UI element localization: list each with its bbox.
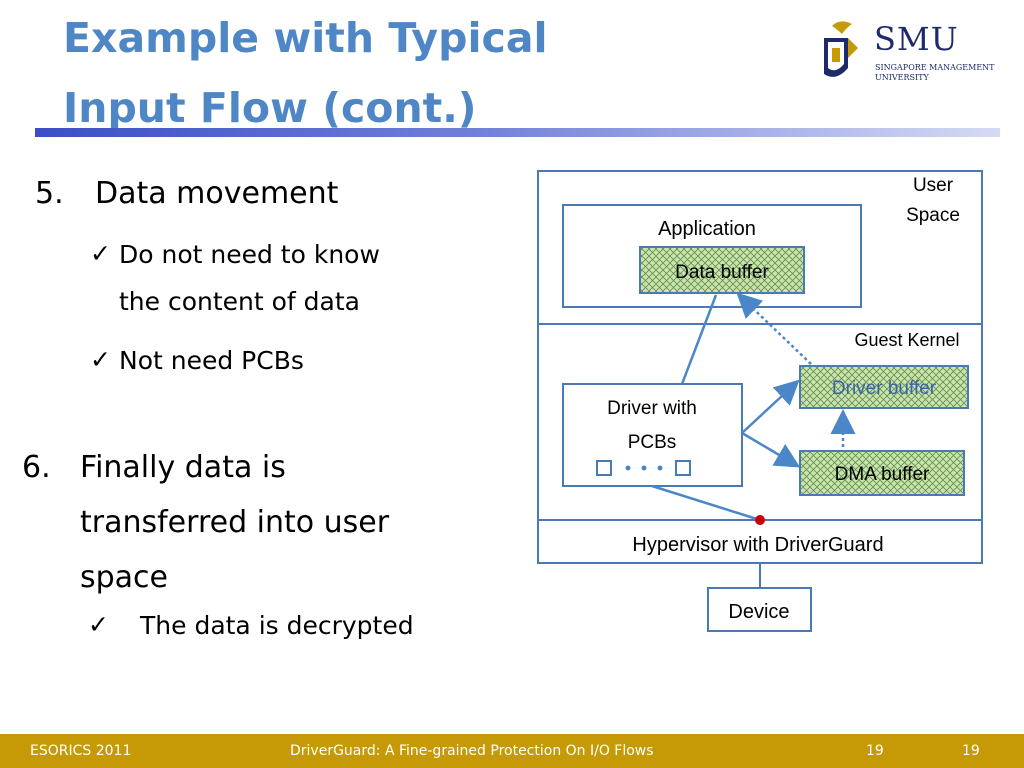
footer-slide-number: 19 bbox=[962, 743, 980, 759]
driver-to-dma-buffer-arrow bbox=[741, 431, 801, 468]
user-space-label: User bbox=[913, 175, 954, 196]
driver-label: PCBs bbox=[628, 432, 677, 453]
architecture-diagram: User Space Application Data buffer Guest… bbox=[537, 170, 983, 632]
data-buffer-label: Data buffer bbox=[675, 262, 769, 283]
logo-subtitle: SINGAPORE MANAGEMENT UNIVERSITY bbox=[875, 63, 1015, 83]
bullet-number-5: 5. bbox=[35, 176, 64, 211]
guest-kernel-label: Guest Kernel bbox=[854, 330, 959, 350]
logo-subtitle-line2: UNIVERSITY bbox=[875, 73, 929, 82]
lion-emblem-icon bbox=[824, 21, 858, 77]
application-label: Application bbox=[658, 218, 756, 240]
slide-title-line1: Example with Typical bbox=[63, 14, 548, 62]
logo-subtitle-line1: SINGAPORE MANAGEMENT bbox=[875, 63, 995, 72]
logo-wordmark: SMU bbox=[874, 20, 959, 58]
bullet-text-6: space bbox=[80, 560, 169, 595]
data-buffer-box bbox=[639, 246, 805, 294]
driver-buffer-to-data-buffer-dotted-arrow bbox=[736, 292, 812, 365]
driver-box bbox=[562, 383, 743, 487]
ellipsis-icon bbox=[641, 465, 647, 471]
driver-buffer-label: Driver buffer bbox=[832, 378, 937, 399]
driver-to-driver-buffer-arrow bbox=[741, 379, 800, 434]
title-underline bbox=[35, 128, 1000, 137]
footer-conference: ESORICS 2011 bbox=[30, 743, 132, 759]
checkmark-icon: ✓ bbox=[88, 610, 109, 639]
bullet-text-6: transferred into user bbox=[80, 505, 390, 540]
sub-bullet-text: Do not need to know bbox=[119, 240, 380, 269]
ellipsis-icon bbox=[625, 465, 631, 471]
ellipsis-icon bbox=[657, 465, 663, 471]
slide-title-line2: Input Flow (cont.) bbox=[63, 84, 477, 132]
footer-paper-title: DriverGuard: A Fine-grained Protection O… bbox=[290, 743, 654, 759]
bullet-text-5: Data movement bbox=[95, 176, 339, 211]
driver-buffer-box bbox=[799, 365, 969, 409]
driver-to-data-buffer-line bbox=[680, 294, 718, 385]
driver-label: Driver with bbox=[607, 398, 697, 419]
sub-bullet-text: the content of data bbox=[119, 287, 360, 316]
sub-bullet-text: Not need PCBs bbox=[119, 346, 304, 375]
pcb-icon bbox=[675, 460, 691, 476]
slide-footer: ESORICS 2011 DriverGuard: A Fine-grained… bbox=[0, 734, 1024, 768]
driver-to-hypervisor-line bbox=[651, 484, 761, 522]
dma-buffer-label: DMA buffer bbox=[835, 464, 930, 485]
interception-point-dot bbox=[755, 515, 765, 525]
pcb-icon bbox=[596, 460, 612, 476]
smu-logo: SMU SINGAPORE MANAGEMENT UNIVERSITY bbox=[818, 18, 1008, 92]
footer-page-number: 19 bbox=[866, 743, 884, 759]
sub-bullet-text: The data is decrypted bbox=[140, 611, 414, 640]
device-label: Device bbox=[728, 601, 789, 623]
checkmark-icon: ✓ bbox=[90, 239, 111, 268]
bullet-number-6: 6. bbox=[22, 450, 51, 485]
bullet-text-6: Finally data is bbox=[80, 450, 286, 485]
device-box bbox=[707, 587, 812, 632]
user-space-label: Space bbox=[906, 205, 960, 226]
hypervisor-label: Hypervisor with DriverGuard bbox=[632, 534, 883, 556]
checkmark-icon: ✓ bbox=[90, 345, 111, 374]
dma-buffer-box bbox=[799, 450, 965, 496]
slide-title: Example with Typical Input Flow (cont.) bbox=[63, 0, 548, 146]
